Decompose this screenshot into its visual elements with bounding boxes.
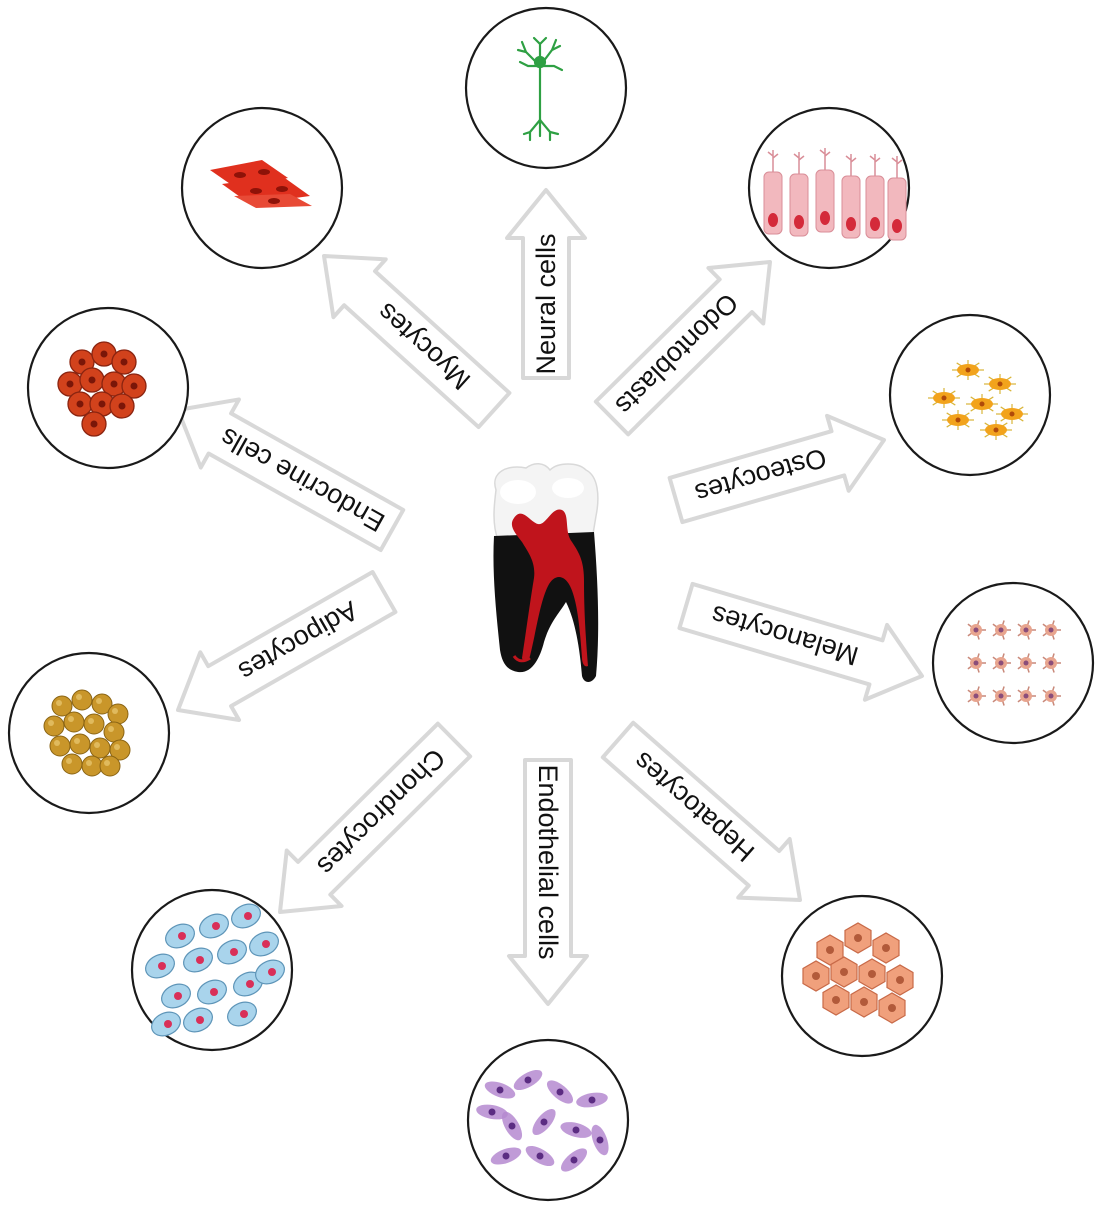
odontoblast-icon [763, 148, 907, 241]
neural-label: Neural cells [531, 233, 561, 374]
endothelial-cells-node [466, 1038, 630, 1202]
endocrine-label: Endocrine cells [215, 422, 389, 538]
hepatocytes-node [780, 894, 944, 1058]
melanocyte-icon [967, 620, 1061, 706]
melanocytes-arrow: Melanocytes [677, 581, 925, 702]
endocrine-arrow: Endocrine cells [175, 397, 406, 553]
osteocyte-icon [928, 360, 1028, 440]
chondrocyte-icon [145, 903, 285, 1037]
neural-arrow: Neural cells [505, 188, 587, 380]
adipocyte-icon [43, 689, 131, 777]
adipocytes-arrow: Adipocytes [175, 570, 398, 722]
hepatocytes-arrow: Hepatocytes [600, 720, 802, 902]
endocrine-cells-node [26, 306, 190, 470]
chondrocytes-node [130, 888, 294, 1052]
odontoblasts-arrow: Odontoblasts [593, 260, 772, 437]
hepatocyte-icon [802, 922, 914, 1024]
chondrocytes-label: Chondrocytes [311, 743, 451, 881]
myocytes-arrow: Myocytes [321, 253, 512, 430]
adipocytes-node [7, 651, 171, 815]
osteocytes-arrow: Osteocytes [667, 413, 887, 525]
osteocytes-node [888, 313, 1052, 477]
myocytes-node [180, 106, 344, 270]
odontoblasts-label: Odontoblasts [610, 287, 744, 420]
neural-cells-node [464, 6, 628, 170]
endocrine-cell-icon [57, 341, 147, 437]
melanocytes-node [931, 581, 1095, 745]
odontoblasts-node [747, 106, 911, 270]
hepatocytes-label: Hepatocytes [628, 746, 761, 868]
tooth-cross-section-icon [493, 463, 599, 682]
endothelial-label: Endothelial cells [533, 764, 563, 959]
neuron-icon [516, 36, 564, 142]
chondrocytes-arrow: Chondrocytes [278, 721, 473, 914]
endothelial-arrow: Endothelial cells [507, 758, 589, 1006]
myocyte-icon [210, 160, 312, 208]
endothelial-cell-icon [476, 1069, 609, 1172]
